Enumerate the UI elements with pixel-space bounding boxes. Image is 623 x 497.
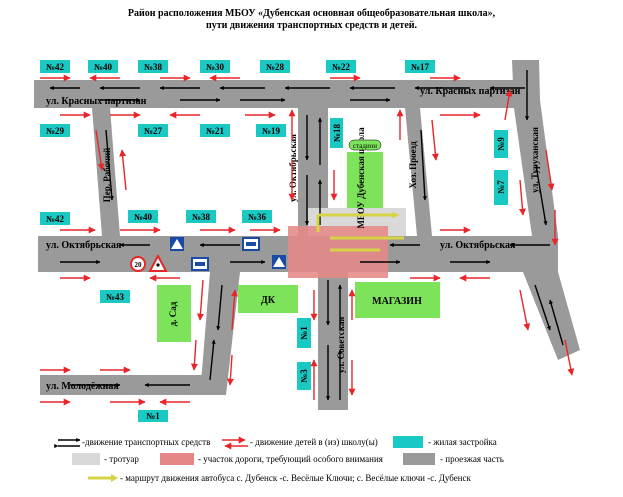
house-label: №40 [134, 212, 153, 222]
street-label-khoz-proezd: Хоз. Проезд [408, 141, 418, 189]
house-label: №19 [262, 126, 281, 136]
bus-route-arrows [316, 212, 404, 252]
street-label-oktyabrskaya-right: ул. Октябрьская [440, 240, 516, 251]
legend-roadway-label: - проезжая часть [440, 454, 504, 464]
legend-sidewalk-swatch [72, 453, 100, 465]
legend: -движение транспортных средств - движени… [54, 436, 504, 483]
road-to-molodezhnaya [200, 272, 240, 395]
shop-building [355, 282, 440, 318]
title-line-1: Район расположения МБОУ «Дубенская основ… [127, 8, 496, 19]
road-sovetskaya [318, 272, 348, 410]
house-label: №27 [144, 126, 163, 136]
school-building [347, 152, 383, 208]
street-label-krasnykh-right: ул. Красных партизан [420, 86, 521, 97]
street-label-sovetskaya: ул. Советская [336, 317, 346, 374]
house-label: №22 [332, 62, 351, 72]
dk-building [238, 285, 298, 313]
house-label: №1 [146, 411, 160, 421]
legend-attention-label: - участок дороги, требующий особого вним… [198, 454, 383, 464]
house-label: №42 [46, 62, 65, 72]
road-turukhanskaya-south [523, 272, 580, 360]
street-label-krasnykh-left: ул. Красных партизан [46, 96, 147, 107]
sad-label: д. Сад [168, 301, 178, 326]
legend-traffic-label: -движение транспортных средств [82, 437, 210, 447]
pedestrian-crossing-sign-icon [272, 255, 286, 269]
bus-stop-sign-icon [242, 237, 260, 251]
legend-bus-route-head [111, 474, 118, 482]
legend-children-label: - движение детей в (из) школу(ы) [250, 437, 378, 447]
title-line-2: пути движения транспортных средств и дет… [205, 20, 418, 31]
house-label: №9 [496, 137, 506, 151]
house-label: №38 [144, 62, 163, 72]
legend-residential-swatch [393, 436, 423, 448]
house-label: №3 [299, 369, 309, 383]
road-krasnykh-partizan [34, 80, 539, 108]
street-label-turukhanskaya: ул. Туруханская [530, 127, 540, 193]
road-molodezhnaya [40, 375, 226, 395]
traffic-arrows [49, 70, 564, 401]
dk-label: ДК [261, 295, 276, 306]
street-label-oktyabrskaya-left: ул. Октябрьская [46, 240, 122, 251]
pedestrian-crossing-sign-icon [170, 237, 184, 251]
speed-limit-value: 20 [135, 261, 143, 269]
sad-building [157, 285, 191, 342]
stadium [348, 139, 382, 151]
children-route-arrows [40, 74, 575, 406]
shop-label: МАГАЗИН [372, 296, 422, 307]
road-turukhanskaya-north [512, 60, 558, 236]
house-label: №7 [496, 180, 506, 194]
house-label: №1 [299, 326, 309, 340]
house-label: №42 [46, 214, 65, 224]
street-label-rabochiy: Пер. Рабочий [102, 148, 112, 203]
house-label: №17 [411, 62, 430, 72]
house-label: №43 [106, 292, 125, 302]
house-label: №29 [46, 126, 65, 136]
house-label: №40 [94, 62, 113, 72]
house-tags: №42 №40 №38 №30 №28 №22 №17 №29 №27 №21 … [40, 60, 508, 422]
attention-zone [288, 226, 388, 278]
school-label: МБОУ Дубенская школа [356, 127, 366, 229]
legend-attention-swatch [160, 453, 194, 465]
children-warning-sign-icon [148, 253, 168, 272]
legend-bus-route-label: - маршрут движения автобуса с. Дубенск -… [120, 473, 472, 483]
street-label-molodezhnaya: ул. Молодёжная [46, 381, 119, 392]
house-label: №18 [332, 123, 342, 142]
house-label: №38 [192, 212, 211, 222]
road-khoz-proezd [405, 108, 432, 236]
stadium-label: стадион [353, 142, 377, 150]
legend-sidewalk-label: - тротуар [104, 454, 139, 464]
house-label: №28 [266, 62, 285, 72]
legend-roadway-swatch [403, 453, 435, 465]
road-rabochiy [92, 108, 120, 236]
house-label: №21 [206, 126, 225, 136]
legend-residential-label: - жилая застройка [428, 437, 497, 447]
street-label-oktyabrskaya-vertical: ул. Октябрьская [288, 134, 298, 202]
house-label: №30 [206, 62, 225, 72]
bus-stop-sign-icon [191, 257, 209, 271]
house-label: №36 [248, 212, 267, 222]
speed-limit-sign-icon: 20 [130, 256, 146, 272]
